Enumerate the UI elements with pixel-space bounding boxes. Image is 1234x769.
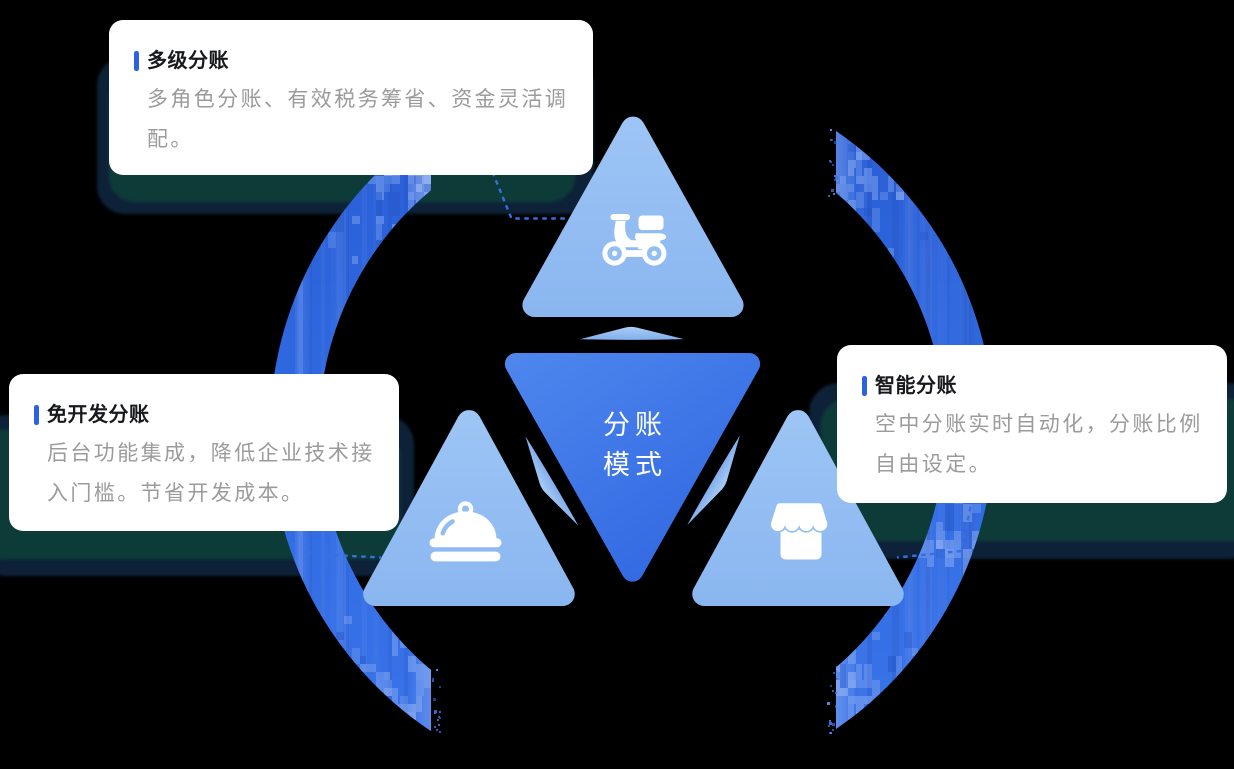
center-label-line2: 模式: [603, 450, 667, 480]
card-title: 智能分账: [875, 375, 957, 397]
card-body: 空中分账实时自动化，分账比例自由设定。: [875, 413, 1203, 476]
card-no-dev: 免开发分账 后台功能集成，降低企业技术接入门槛。节省开发成本。: [9, 374, 399, 531]
arc-dust: [432, 129, 838, 734]
triangle-center: [504, 353, 761, 582]
connector-card-nodev: [305, 532, 382, 559]
title-accent-bar-icon: [862, 376, 867, 396]
storefront-icon: [769, 501, 829, 560]
cloche-icon: [429, 501, 502, 562]
title-accent-bar-icon: [134, 51, 139, 71]
center-triangle-label: 分账模式: [530, 405, 735, 485]
dotted-connectors: [305, 171, 972, 559]
card-body: 后台功能集成，降低企业技术接入门槛。节省开发成本。: [47, 442, 375, 505]
sliver-right: [687, 435, 740, 526]
card-multi-level: 多级分账 多角色分账、有效税务筹省、资金灵活调配。: [109, 20, 593, 175]
sliver-top: [580, 326, 684, 340]
card-title: 多级分账: [147, 50, 229, 72]
triangle-delivery: [522, 116, 744, 318]
center-label-line1: 分账: [603, 410, 667, 440]
card-title-row: 多级分账: [134, 49, 571, 73]
rotation-slivers: [525, 326, 740, 526]
card-body: 多角色分账、有效税务筹省、资金灵活调配。: [147, 88, 569, 151]
card-title-row: 免开发分账: [34, 403, 377, 427]
card-title-row: 智能分账: [862, 374, 1205, 398]
sliver-left: [525, 436, 579, 526]
card-title: 免开发分账: [47, 404, 150, 426]
scooter-icon: [602, 214, 667, 266]
card-smart: 智能分账 空中分账实时自动化，分账比例自由设定。: [837, 345, 1227, 503]
title-accent-bar-icon: [34, 405, 39, 425]
